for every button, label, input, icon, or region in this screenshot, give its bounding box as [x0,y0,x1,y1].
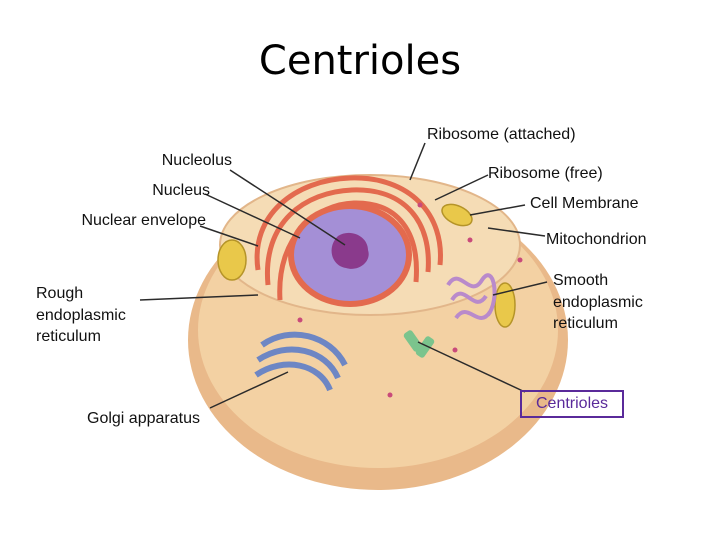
label-smooth-er-line-1: Smooth [553,270,643,292]
label-smooth-er-line-2: endoplasmic [553,292,643,314]
nucleus-shape [288,203,412,307]
label-golgi: Golgi apparatus [87,408,200,430]
label-mitochondrion: Mitochondrion [546,229,647,251]
label-smooth-er-line-3: reticulum [553,313,643,335]
label-ribosome-attached: Ribosome (attached) [427,124,576,146]
label-cell-membrane: Cell Membrane [530,193,638,215]
label-ribosome-free: Ribosome (free) [488,163,603,185]
label-nucleolus: Nucleolus [140,150,232,172]
label-nuclear-envelope: Nuclear envelope [60,210,206,232]
label-nucleus: Nucleus [140,180,210,202]
label-rough-er-line-1: Rough [36,283,126,305]
label-rough-er-line-2: endoplasmic [36,305,126,327]
label-smooth-er: Smooth endoplasmic reticulum [553,270,643,335]
label-centrioles: Centrioles [536,395,608,413]
label-rough-er: Rough endoplasmic reticulum [36,283,126,348]
label-rough-er-line-3: reticulum [36,326,126,348]
centrioles-highlight-box: Centrioles [520,390,624,418]
